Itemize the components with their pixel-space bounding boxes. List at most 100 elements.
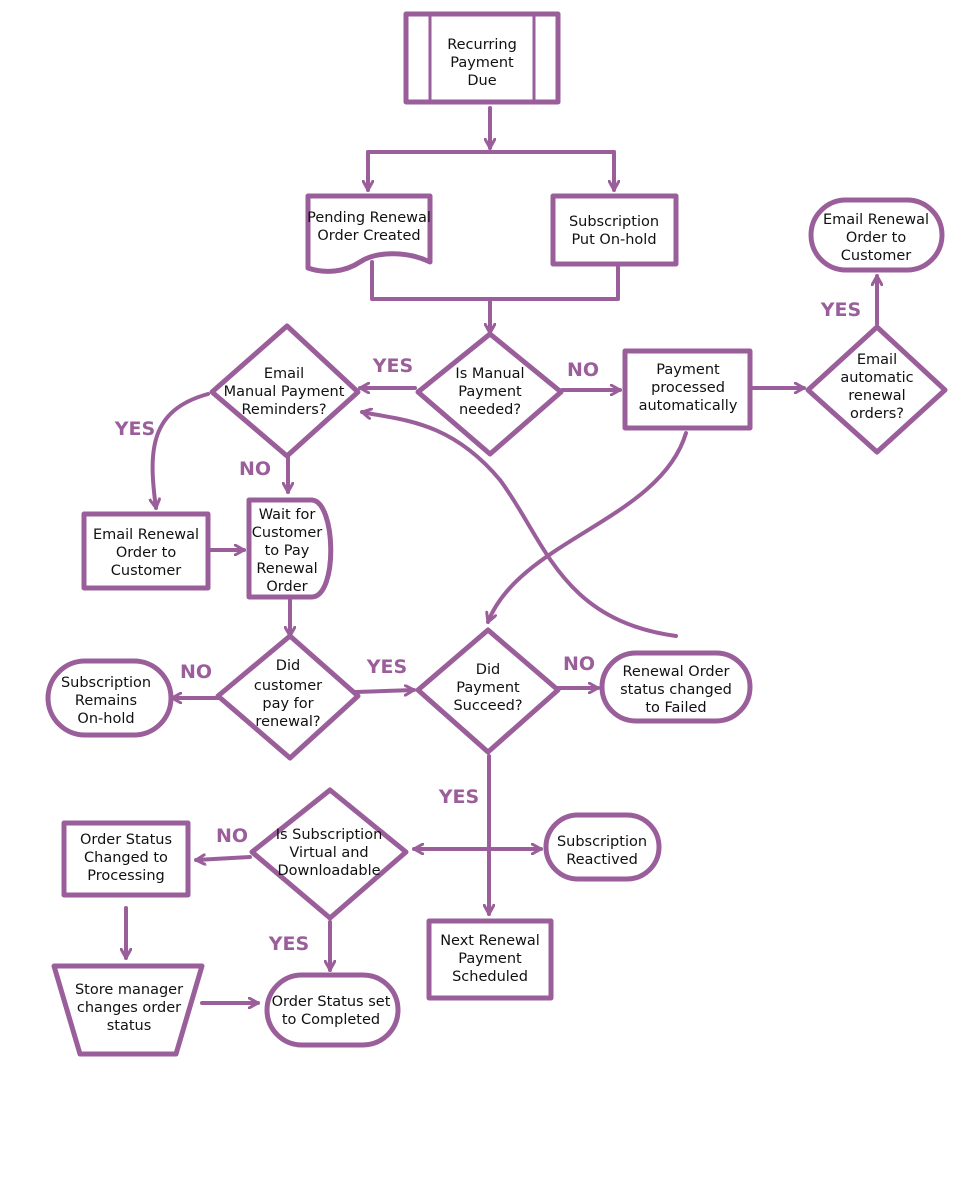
node-text-line: Manual Payment [224, 384, 345, 400]
node-text-line: Scheduled [452, 969, 528, 985]
node-text-line: pay for [262, 696, 313, 712]
edge-virtual-no [194, 857, 252, 860]
node-text-line: Email [264, 366, 304, 382]
node-text-line: Email Renewal [93, 527, 199, 543]
node-text-line: Wait for [259, 507, 316, 523]
node-text-line: processed [651, 380, 725, 396]
node-text-line: Subscription [557, 834, 647, 850]
node-text-line: Reactived [566, 852, 638, 868]
node-text-line: Order Created [317, 228, 420, 244]
label-virtual-no: NO [216, 825, 248, 847]
label-manual-yes: YES [372, 355, 413, 377]
node-text-line: Payment [458, 384, 522, 400]
node-text-line: Reminders? [241, 402, 326, 418]
edge-failed-loop-to-reminders [360, 412, 678, 638]
node-text-line: Subscription [61, 675, 151, 691]
node-text-line: Order Status [80, 832, 172, 848]
node-text-line: On-hold [77, 711, 134, 727]
node-text-line: Store manager [75, 982, 183, 998]
node-text-line: customer [254, 678, 322, 694]
node-text-line: status changed [620, 682, 732, 698]
label-virtual-yes: YES [268, 933, 309, 955]
node-text-line: Did [276, 658, 300, 674]
label-manual-no: NO [567, 359, 599, 381]
node-text-line: Payment [458, 951, 522, 967]
node-text-line: to Pay [265, 543, 310, 559]
node-text-line: Subscription [569, 214, 659, 230]
node-text-line: Is Subscription [276, 827, 383, 843]
edge-reminders-yes [153, 392, 210, 510]
node-text-line: status [107, 1018, 152, 1034]
node-text-line: Renewal Order [622, 664, 729, 680]
label-payment-failed-no: NO [563, 653, 595, 675]
node-text-line: renewal? [255, 714, 320, 730]
node-text-line: renewal [848, 388, 905, 404]
node-text-line: Changed to [84, 850, 168, 866]
node-text-line: Succeed? [453, 698, 522, 714]
node-text-line: changes order [77, 1000, 181, 1016]
node-text-line: automatic [840, 370, 913, 386]
edge-labels: YES NO YES YES NO NO YES NO YES NO YES [114, 299, 861, 955]
node-text-line: Processing [87, 868, 164, 884]
node-text-line: Is Manual [455, 366, 524, 382]
node-text-line: Downloadable [277, 863, 380, 879]
node-text-line: Email Renewal [823, 212, 929, 228]
node-text-line: Payment [450, 55, 514, 71]
node-text-line: Order to [846, 230, 907, 246]
node-text-line: Order Status set [272, 994, 391, 1010]
edge-auto-to-did-payment [488, 431, 688, 624]
label-payment-succeeded-yes: YES [438, 786, 479, 808]
label-customer-paid-no: NO [180, 661, 212, 683]
node-text-line: Put On-hold [571, 232, 656, 248]
node-renewal-order-failed: Renewal Order status changed to Failed [599, 650, 753, 724]
label-reminders-no: NO [239, 458, 271, 480]
node-text-line: Virtual and [289, 845, 368, 861]
node-text-line: Recurring [447, 37, 517, 53]
node-did-customer-pay: Did customer pay for renewal? [215, 633, 361, 761]
node-text-line: Renewal [256, 561, 317, 577]
node-text-line: Payment [656, 362, 720, 378]
node-text-line: to Failed [645, 700, 706, 716]
node-text-line: Customer [111, 563, 181, 579]
edge-merge-to-manual [370, 260, 620, 333]
node-text-line: needed? [459, 402, 521, 418]
label-reminders-yes: YES [114, 418, 155, 440]
node-text-line: Pending Renewal [307, 210, 431, 226]
node-text-line: Customer [841, 248, 911, 264]
node-text-line: Did [476, 662, 500, 678]
node-text-line: Order to [116, 545, 177, 561]
node-text-line: orders? [850, 406, 904, 422]
